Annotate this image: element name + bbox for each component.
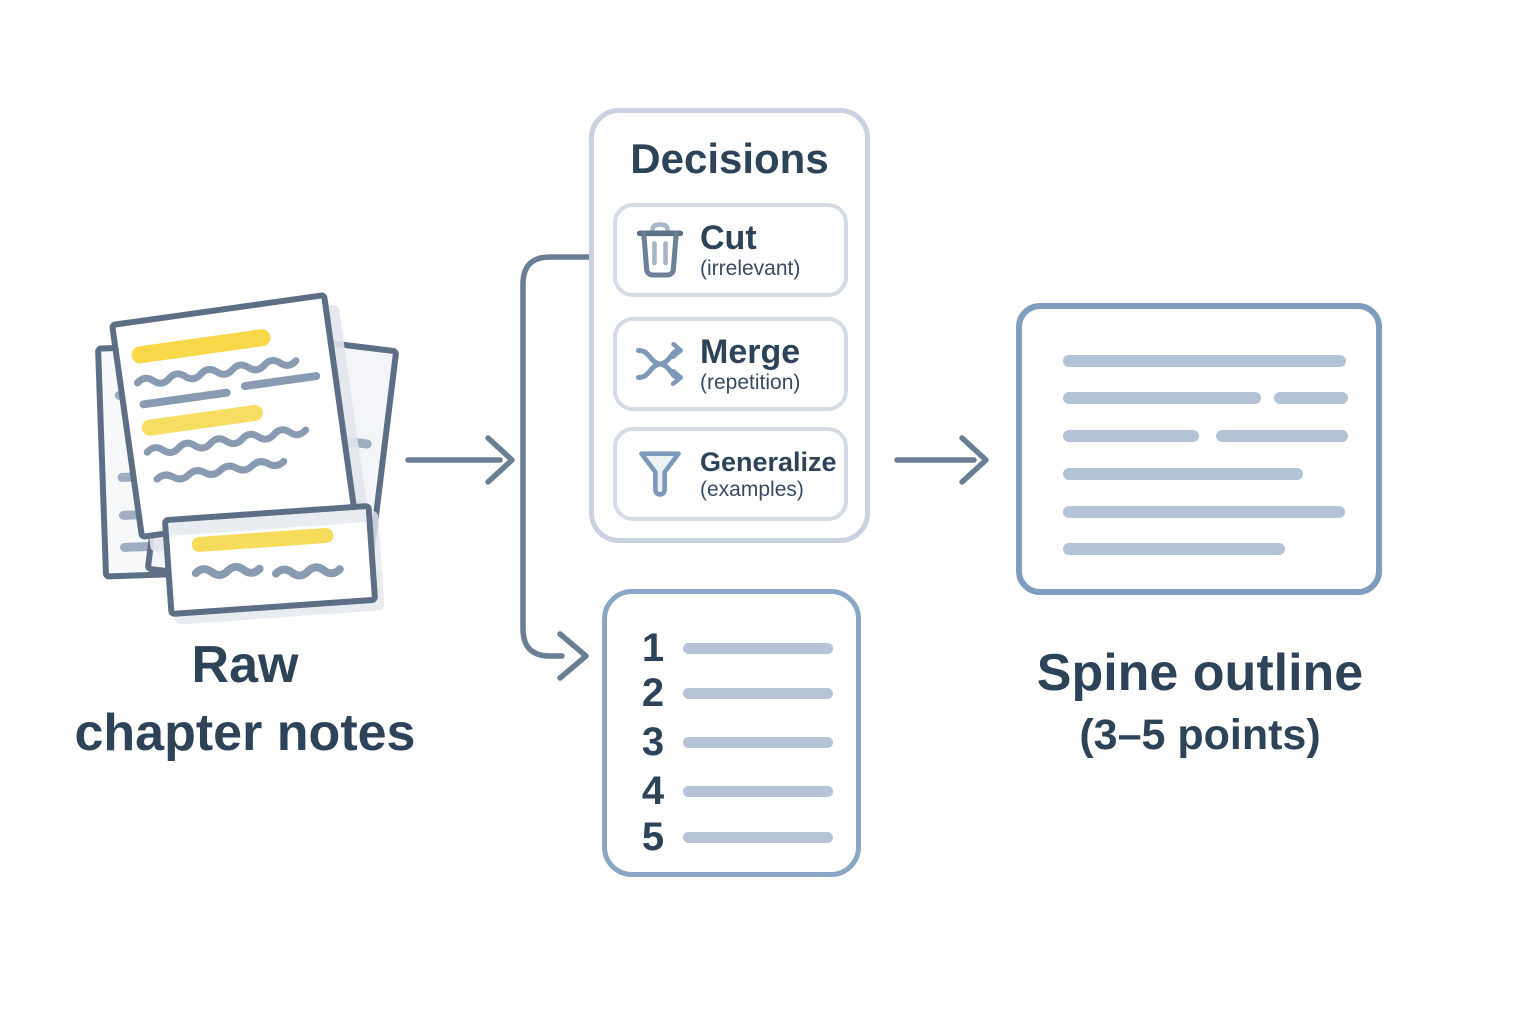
paper-sheet-bottom [161, 502, 379, 618]
highlight-bar [131, 329, 271, 364]
text-line [139, 388, 231, 409]
outline-text-line [1063, 468, 1303, 480]
decision-item-generalize: Generalize (examples) [613, 427, 848, 521]
list-number: 3 [641, 719, 665, 764]
decision-sub-merge: (repetition) [700, 370, 801, 394]
squiggle-line [143, 426, 310, 456]
text-line [240, 372, 321, 391]
outline-text-line [1063, 543, 1285, 555]
decisions-box: Decisions Cut (irrelevant) [589, 108, 870, 543]
squiggle-line [271, 563, 344, 580]
squiggle-line [191, 562, 264, 580]
funnel-icon [632, 448, 688, 500]
trash-icon [632, 220, 688, 280]
list-number: 4 [641, 768, 665, 813]
numbered-list-box: 1 2 3 4 5 [602, 589, 861, 877]
paper-bottom-content [191, 528, 344, 580]
outline-text-line [1274, 392, 1348, 404]
list-item: 5 [635, 815, 833, 859]
spine-outline-box [1016, 303, 1382, 595]
list-text-line [683, 831, 833, 843]
list-item: 3 [635, 720, 833, 764]
list-text-line [683, 785, 833, 797]
arrow-decisions-to-list [520, 254, 592, 681]
outline-text-line [1063, 430, 1199, 442]
list-number: 2 [641, 670, 665, 715]
outline-text-line [1216, 430, 1348, 442]
list-number: 5 [641, 814, 665, 859]
raw-notes-label-line1: Raw [191, 636, 299, 694]
highlight-bar [141, 404, 263, 436]
list-text-line [683, 687, 833, 699]
outline-text-line [1063, 355, 1346, 367]
shuffle-icon [632, 341, 688, 387]
outline-text-line [1063, 392, 1261, 404]
arrow-notes-to-decisions [405, 435, 515, 485]
paper-sheet-front [108, 291, 358, 541]
list-text-line [683, 736, 833, 748]
arrow-decisions-to-outline [894, 435, 989, 485]
decision-item-cut: Cut (irrelevant) [613, 203, 848, 297]
spine-outline-label: Spine outline (3–5 points) [1000, 640, 1400, 763]
list-number: 1 [641, 625, 665, 670]
squiggle-line [153, 457, 288, 483]
decisions-title: Decisions [630, 135, 829, 182]
highlight-bar [191, 528, 334, 552]
raw-notes-label: Raw chapter notes [30, 632, 460, 767]
squiggle-line [133, 357, 300, 387]
decision-item-merge: Merge (repetition) [613, 317, 848, 411]
paper-front-content [131, 329, 321, 483]
raw-notes-label-line2: chapter notes [74, 703, 416, 762]
decision-sub-generalize: (examples) [700, 477, 804, 501]
decision-label-merge: Merge [700, 332, 801, 371]
decision-label-cut: Cut [700, 218, 757, 257]
outline-text-line [1063, 506, 1345, 518]
raw-notes-illustration [94, 291, 400, 618]
list-text-line [683, 642, 833, 654]
decision-label-generalize: Generalize [700, 446, 837, 477]
spine-outline-label-line1: Spine outline [1036, 644, 1364, 702]
list-item: 4 [635, 769, 833, 813]
list-item: 1 [635, 626, 833, 670]
spine-outline-label-line2: (3–5 points) [1079, 710, 1321, 759]
decision-sub-cut: (irrelevant) [700, 256, 801, 280]
list-item: 2 [635, 671, 833, 715]
